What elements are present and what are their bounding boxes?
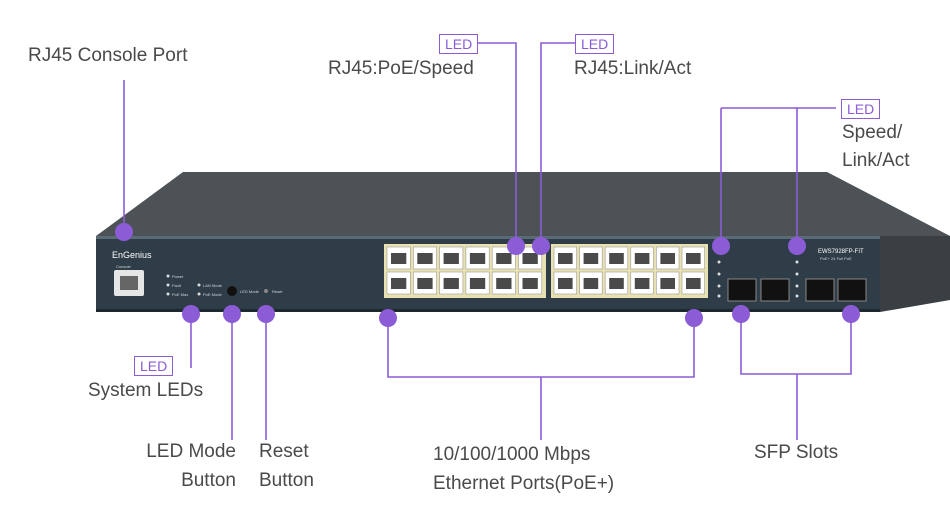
system-leds bbox=[166, 274, 201, 296]
rj45-port-jack bbox=[522, 253, 538, 264]
rj45-port-jack bbox=[686, 253, 701, 264]
rj45-port-jack bbox=[583, 253, 599, 264]
rj45-port-jack bbox=[634, 278, 650, 289]
rj45-port-jack bbox=[417, 253, 433, 264]
console-label: Console bbox=[116, 264, 131, 269]
callout-lines bbox=[123, 42, 852, 440]
rj45-port-jack bbox=[443, 278, 459, 289]
led-mode-button[interactable] bbox=[227, 286, 237, 296]
led-fault-label: Fault bbox=[172, 283, 182, 288]
label-led-mode-1: LED Mode bbox=[146, 441, 236, 462]
led-poemax-label: PoE Max bbox=[172, 292, 188, 297]
rj45-port-jack bbox=[496, 253, 512, 264]
rj45-port-jack bbox=[609, 278, 624, 289]
sfp-slot[interactable] bbox=[805, 278, 835, 302]
led-lanmode-label: LAN Mode bbox=[203, 283, 223, 288]
rj45-port-jack bbox=[443, 253, 459, 264]
rj45-port-jack bbox=[417, 278, 433, 289]
label-ethernet-2: Ethernet Ports(PoE+) bbox=[433, 473, 615, 494]
reset-button[interactable] bbox=[264, 289, 268, 293]
brand-logo: EnGenius bbox=[112, 250, 152, 260]
callout-markers bbox=[115, 223, 860, 327]
sfp-slot[interactable] bbox=[760, 278, 790, 302]
led-tag-system: LED bbox=[134, 356, 174, 376]
rj45-ports bbox=[386, 246, 705, 295]
sfp-slots bbox=[727, 278, 867, 302]
label-ethernet-1: 10/100/1000 Mbps bbox=[433, 444, 591, 465]
led-tag-sfp: LED bbox=[841, 99, 881, 119]
rj45-port-jack bbox=[558, 278, 573, 289]
label-console-port: RJ45 Console Port bbox=[28, 45, 188, 66]
label-sfp-led-1: Speed/ bbox=[842, 122, 903, 143]
rj45-port-jack bbox=[522, 278, 538, 289]
rj45-port-jack bbox=[469, 253, 486, 264]
led-poemode-label: PoE Mode bbox=[203, 292, 222, 297]
led-tag-poe-speed: LED bbox=[439, 34, 479, 54]
reset-label: Reset bbox=[272, 289, 283, 294]
sfp-slot[interactable] bbox=[837, 278, 867, 302]
model-sub: PoE+ 24 Full PoE bbox=[820, 256, 852, 261]
label-link-act: RJ45:Link/Act bbox=[574, 58, 692, 79]
chassis-top bbox=[96, 172, 950, 236]
led-tag-link-act: LED bbox=[575, 34, 615, 54]
label-led-mode-2: Button bbox=[181, 470, 236, 491]
rj45-port-jack bbox=[609, 253, 624, 264]
rj45-port-jack bbox=[469, 278, 486, 289]
rj45-port-jack bbox=[660, 278, 675, 289]
rj45-port-jack bbox=[660, 253, 675, 264]
rj45-port-jack bbox=[686, 278, 701, 289]
label-sfp-slots: SFP Slots bbox=[754, 442, 839, 463]
label-system-leds: System LEDs bbox=[88, 380, 204, 401]
led-power-label: Power bbox=[172, 274, 184, 279]
chassis-side bbox=[880, 236, 950, 312]
rj45-port-jack bbox=[634, 253, 650, 264]
rj45-port-jack bbox=[583, 278, 599, 289]
sfp-slot[interactable] bbox=[727, 278, 757, 302]
sfp-leds bbox=[717, 260, 799, 298]
rj45-port-jack bbox=[558, 253, 573, 264]
label-poe-speed: RJ45:PoE/Speed bbox=[328, 58, 474, 79]
label-sfp-led-2: Link/Act bbox=[842, 150, 910, 171]
label-reset-2: Button bbox=[259, 470, 314, 491]
rj45-port-jack bbox=[496, 278, 512, 289]
label-reset-1: Reset bbox=[259, 441, 309, 462]
rj45-port-jack bbox=[391, 253, 407, 264]
led-mode-label: LED Mode bbox=[240, 289, 260, 294]
rj45-port-jack bbox=[391, 278, 407, 289]
model-name: EWS7928FP-FIT bbox=[818, 249, 864, 255]
